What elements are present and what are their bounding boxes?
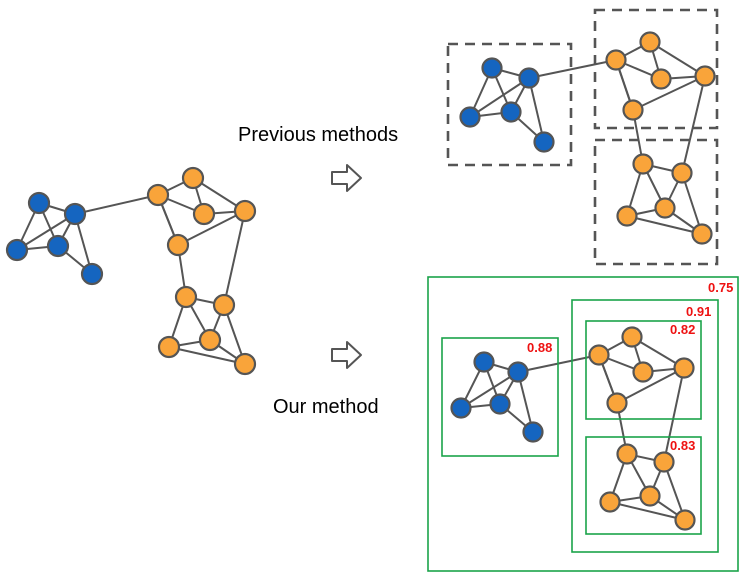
input-graph-orange-node bbox=[157, 335, 181, 359]
previous-graph-orange-node bbox=[605, 49, 627, 71]
input-graph-blue-node bbox=[46, 234, 70, 258]
green-community-box bbox=[585, 436, 702, 535]
input-graph-orange-node bbox=[212, 293, 236, 317]
dashed-community-box bbox=[593, 138, 719, 266]
input-graph-blue-node bbox=[80, 262, 104, 286]
score-orange-top: 0.82 bbox=[670, 322, 695, 337]
input-graph-edge bbox=[177, 210, 246, 246]
previous-graph-orange-node bbox=[639, 31, 661, 53]
green-community-box bbox=[585, 320, 702, 420]
our-method-graph-orange-node bbox=[621, 326, 643, 348]
input-graph-orange-node bbox=[166, 233, 190, 257]
our-method-graph-edge bbox=[609, 501, 686, 521]
previous-graph-blue-node bbox=[459, 106, 481, 128]
our-method-graph-orange-node bbox=[674, 509, 696, 531]
input-graph-orange-node bbox=[174, 285, 198, 309]
our-method-graph-orange-node bbox=[588, 344, 610, 366]
our-method-graph-orange-node bbox=[639, 485, 661, 507]
our-method-graph-blue-node bbox=[489, 393, 511, 415]
previous-graph-blue-node bbox=[481, 57, 503, 79]
previous-graph-edge bbox=[649, 41, 706, 77]
input-graph-orange-node bbox=[181, 166, 205, 190]
previous-graph-edge bbox=[681, 75, 706, 174]
score-orange-group: 0.91 bbox=[686, 304, 711, 319]
input-graph-orange-node bbox=[233, 199, 257, 223]
input-graph-orange-node bbox=[192, 202, 216, 226]
previous-graph-orange-node bbox=[671, 162, 693, 184]
our-method-graph-blue-node bbox=[473, 351, 495, 373]
previous-graph-blue-node bbox=[500, 101, 522, 123]
arrow-previous-icon bbox=[331, 164, 362, 192]
arrow-our-method-icon bbox=[331, 341, 362, 369]
green-community-box bbox=[427, 276, 739, 572]
our-method-graph-orange-node bbox=[673, 357, 695, 379]
input-graph-orange-node bbox=[146, 183, 170, 207]
previous-graph-blue-node bbox=[518, 67, 540, 89]
label-our-method: Our method bbox=[273, 396, 379, 418]
input-graph-edge bbox=[168, 346, 246, 365]
input-graph-edge bbox=[223, 210, 246, 306]
edges-layer bbox=[16, 41, 706, 521]
dashed-community-box bbox=[593, 8, 719, 130]
previous-graph-orange-node bbox=[622, 99, 644, 121]
score-orange-bottom: 0.83 bbox=[670, 438, 695, 453]
input-graph-orange-node bbox=[233, 352, 257, 376]
previous-graph-blue-node bbox=[533, 131, 555, 153]
our-method-graph-orange-node bbox=[606, 392, 628, 414]
our-method-graph-edge bbox=[616, 367, 685, 404]
input-graph-blue-node bbox=[63, 202, 87, 226]
previous-graph-orange-node bbox=[694, 65, 716, 87]
previous-graph-edge bbox=[528, 59, 617, 79]
previous-graph-edge bbox=[632, 75, 706, 111]
previous-graph-orange-node bbox=[650, 68, 672, 90]
previous-graph-orange-node bbox=[654, 197, 676, 219]
our-method-graph-orange-node bbox=[632, 361, 654, 383]
dashed-community-box bbox=[446, 42, 573, 167]
our-method-graph-blue-node bbox=[507, 361, 529, 383]
nodes-layer bbox=[5, 31, 716, 531]
previous-graph-edge bbox=[469, 77, 530, 118]
score-outer: 0.75 bbox=[708, 280, 733, 295]
our-method-graph-edge bbox=[460, 371, 519, 409]
label-previous-methods: Previous methods bbox=[238, 124, 398, 146]
input-graph-orange-node bbox=[198, 328, 222, 352]
score-blue-group: 0.88 bbox=[527, 340, 552, 355]
previous-graph-orange-node bbox=[691, 223, 713, 245]
our-method-graph-orange-node bbox=[616, 443, 638, 465]
green-community-box bbox=[571, 299, 719, 553]
our-method-graph-orange-node bbox=[599, 491, 621, 513]
previous-graph-orange-node bbox=[632, 153, 654, 175]
input-graph-blue-node bbox=[5, 238, 29, 262]
our-method-graph-orange-node bbox=[653, 451, 675, 473]
input-graph-edge bbox=[16, 213, 76, 251]
previous-graph-edge bbox=[681, 172, 703, 235]
input-graph-edge bbox=[74, 194, 159, 215]
previous-graph-edge bbox=[626, 215, 703, 235]
boxes-layer bbox=[427, 8, 739, 572]
our-method-graph-blue-node bbox=[522, 421, 544, 443]
previous-graph-orange-node bbox=[616, 205, 638, 227]
input-graph-blue-node bbox=[27, 191, 51, 215]
our-method-graph-edge bbox=[663, 367, 685, 463]
green-community-box bbox=[441, 337, 559, 457]
our-method-graph-blue-node bbox=[450, 397, 472, 419]
previous-graph-edge bbox=[528, 77, 545, 143]
